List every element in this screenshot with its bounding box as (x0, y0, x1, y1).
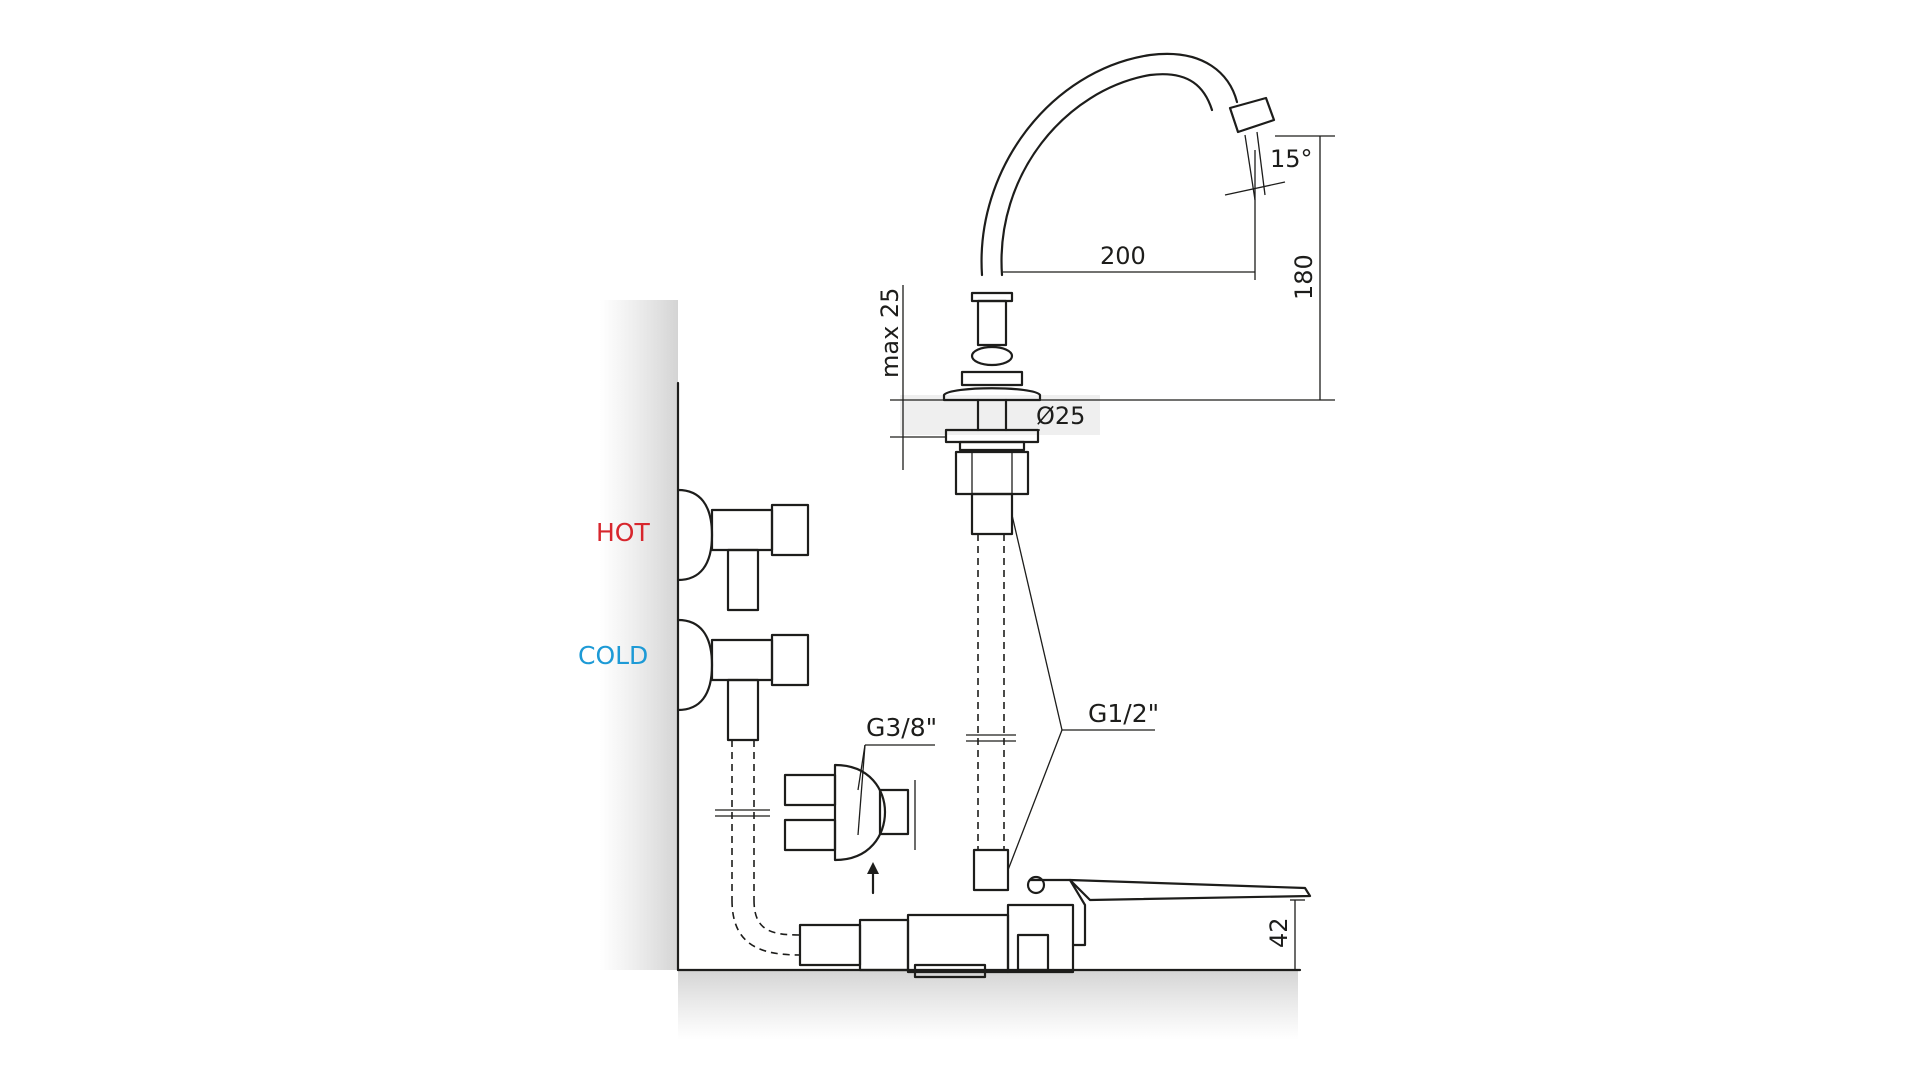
dim-pedal-height: 42 (1265, 899, 1305, 970)
dim-diameter: Ø25 (950, 402, 1085, 431)
g38-leader: G3/8" (857, 713, 937, 836)
dim-height: 180 (1040, 135, 1335, 401)
dim-reach: 200 (1003, 150, 1256, 280)
g12-leader: G1/2" (1007, 514, 1159, 871)
max-thickness-label: max 25 (876, 288, 904, 378)
flexible-hose (966, 534, 1016, 892)
wall-and-floor (676, 381, 1302, 972)
hot-label: HOT (596, 518, 650, 547)
dim-max-thickness: max 25 (876, 285, 946, 470)
dim-angle: 15° (1224, 131, 1313, 201)
reach-label: 200 (1100, 242, 1146, 270)
faucet-spout (942, 52, 1276, 536)
wall-valves (676, 488, 810, 956)
wall-shading (600, 300, 1298, 1040)
height-label: 180 (1290, 254, 1318, 300)
g38-label: G3/8" (866, 713, 937, 742)
cold-label: COLD (578, 641, 648, 670)
pedal-height-label: 42 (1265, 917, 1293, 948)
diameter-label: Ø25 (1036, 402, 1085, 430)
g12-label: G1/2" (1088, 699, 1159, 728)
g38-connector (783, 763, 916, 895)
pedal-valve (798, 875, 1312, 979)
angle-label: 15° (1270, 145, 1313, 173)
